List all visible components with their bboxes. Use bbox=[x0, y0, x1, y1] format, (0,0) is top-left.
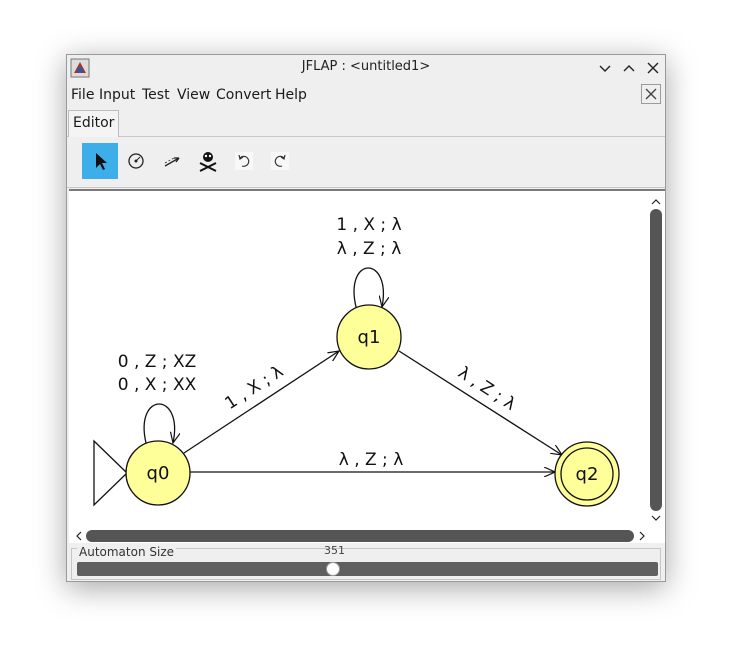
vertical-scroll-thumb[interactable] bbox=[650, 209, 662, 511]
menu-file[interactable]: File bbox=[71, 87, 95, 103]
menu-input[interactable]: Input bbox=[99, 87, 136, 103]
close-document-icon[interactable] bbox=[641, 84, 661, 104]
transition-creator-tool[interactable] bbox=[154, 143, 190, 179]
automaton-size-panel: Automaton Size 351 bbox=[71, 544, 661, 580]
initial-state-marker bbox=[93, 439, 128, 507]
label-q0-self-2: 0 , X ; XX bbox=[118, 375, 197, 395]
menu-help[interactable]: Help bbox=[275, 87, 307, 103]
state-label-q1: q1 bbox=[358, 327, 381, 348]
label-q0-q2: λ , Z ; λ bbox=[339, 450, 404, 470]
state-label-q2: q2 bbox=[576, 464, 599, 485]
automaton-size-label: Automaton Size bbox=[77, 545, 177, 559]
undo-tool[interactable] bbox=[226, 143, 262, 179]
deleter-tool[interactable] bbox=[190, 143, 226, 179]
transition-q0-q1[interactable] bbox=[183, 351, 339, 454]
jflap-window: JFLAP : <untitled1> File Input Test View… bbox=[66, 54, 666, 582]
transition-arrow-icon bbox=[164, 157, 180, 167]
label-q0-self-1: 0 , Z ; XZ bbox=[118, 352, 197, 372]
horizontal-scroll-thumb[interactable] bbox=[86, 530, 634, 542]
automaton-diagram: 0 , Z ; XZ 0 , X ; XX 1 , X ; λ λ , Z ; … bbox=[93, 215, 620, 507]
state-label-q0: q0 bbox=[147, 463, 170, 484]
state-q1[interactable]: q1 bbox=[336, 304, 402, 370]
transition-q1-self[interactable] bbox=[353, 267, 383, 307]
vertical-scrollbar[interactable] bbox=[649, 195, 663, 525]
scroll-down-icon[interactable] bbox=[651, 515, 661, 521]
scroll-up-icon[interactable] bbox=[651, 199, 661, 205]
transition-q1-q2[interactable] bbox=[398, 350, 562, 455]
state-q2[interactable]: q2 bbox=[554, 441, 620, 507]
title-bar[interactable]: JFLAP : <untitled1> bbox=[67, 55, 665, 82]
arrow-pointer-icon bbox=[96, 153, 107, 170]
scroll-left-icon[interactable] bbox=[76, 531, 82, 541]
automaton-size-slider-knob[interactable] bbox=[326, 562, 341, 576]
menu-bar: File Input Test View Convert Help bbox=[67, 81, 665, 108]
editor-toolbar bbox=[67, 137, 665, 188]
label-q1-self-2: λ , Z ; λ bbox=[337, 239, 402, 259]
menu-convert[interactable]: Convert bbox=[216, 87, 272, 103]
tab-editor[interactable]: Editor bbox=[68, 110, 120, 137]
state-creator-tool[interactable] bbox=[118, 143, 154, 179]
skull-crossbones-icon bbox=[199, 152, 217, 172]
automaton-size-slider[interactable] bbox=[77, 562, 658, 576]
minimize-icon[interactable] bbox=[595, 58, 615, 78]
tab-row: Editor bbox=[67, 108, 665, 137]
menu-test[interactable]: Test bbox=[142, 87, 170, 103]
redo-icon bbox=[271, 152, 289, 170]
horizontal-scrollbar[interactable] bbox=[72, 528, 649, 542]
window-title: JFLAP : <untitled1> bbox=[301, 59, 431, 74]
redo-tool[interactable] bbox=[262, 143, 298, 179]
close-icon[interactable] bbox=[643, 58, 663, 78]
undo-icon bbox=[235, 152, 253, 170]
jflap-app-icon bbox=[70, 58, 90, 78]
label-q1-self-1: 1 , X ; λ bbox=[336, 215, 401, 235]
transition-q0-self[interactable] bbox=[143, 403, 174, 443]
automaton-size-value: 351 bbox=[324, 544, 345, 557]
state-creator-icon bbox=[128, 153, 144, 169]
select-tool[interactable] bbox=[82, 143, 118, 179]
automaton-canvas[interactable]: 0 , Z ; XZ 0 , X ; XX 1 , X ; λ λ , Z ; … bbox=[69, 189, 665, 543]
state-q0[interactable]: q0 bbox=[125, 440, 191, 506]
maximize-icon[interactable] bbox=[619, 58, 639, 78]
scroll-right-icon[interactable] bbox=[639, 531, 645, 541]
menu-view[interactable]: View bbox=[177, 87, 211, 103]
